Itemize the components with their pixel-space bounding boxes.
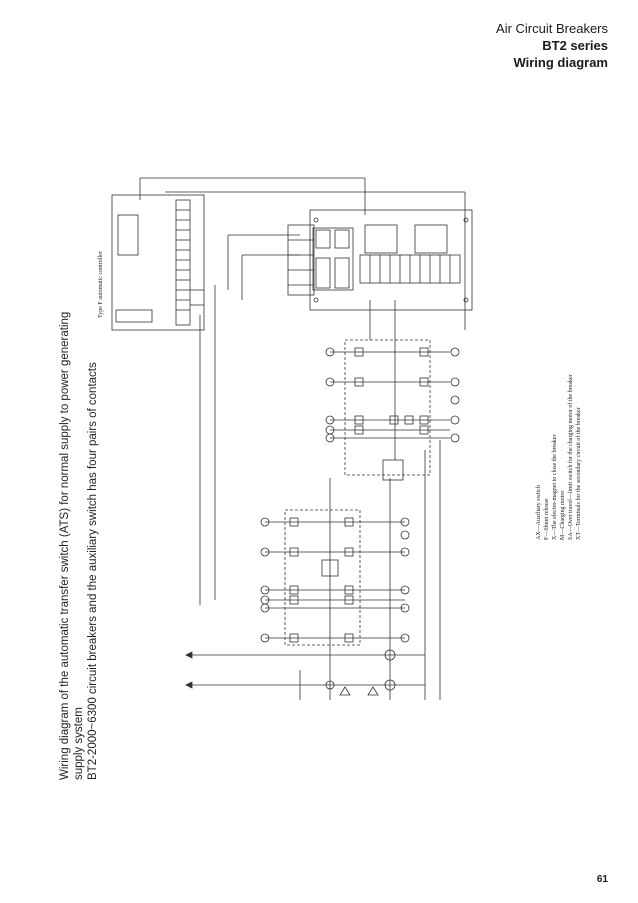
controller-box [111,194,205,331]
product-family-title: Air Circuit Breakers [496,21,608,36]
legend-ax: AX—Auxiliary switch [536,485,542,540]
upper-secondary-circuit [325,300,460,481]
main-power-lines [185,440,441,700]
lower-secondary-circuit [260,509,410,646]
section-title: Wiring diagram [513,55,608,70]
legend-m: M—Charging motor [560,491,566,540]
legend-x: X—The electro-magnet to close the breake… [552,435,558,540]
legend: AX—Auxiliary switch F—Shunt release X—Th… [536,374,582,540]
legend-f: F—Shunt release [544,498,550,540]
page-header: Air Circuit Breakers BT2 series Wiring d… [496,20,608,71]
breaker-panel [287,209,473,311]
svg-text:Type F automatic controller: Type F automatic controller [98,251,104,318]
legend-sa: SA—Over travel—limit switch for the char… [567,374,574,540]
control-wiring [139,177,466,605]
legend-xt: XT—Terminals for the secondary circuit o… [575,407,582,540]
series-title: BT2 series [542,38,608,53]
page-number: 61 [596,874,608,885]
controller-label: Type F automatic controller [98,251,104,318]
